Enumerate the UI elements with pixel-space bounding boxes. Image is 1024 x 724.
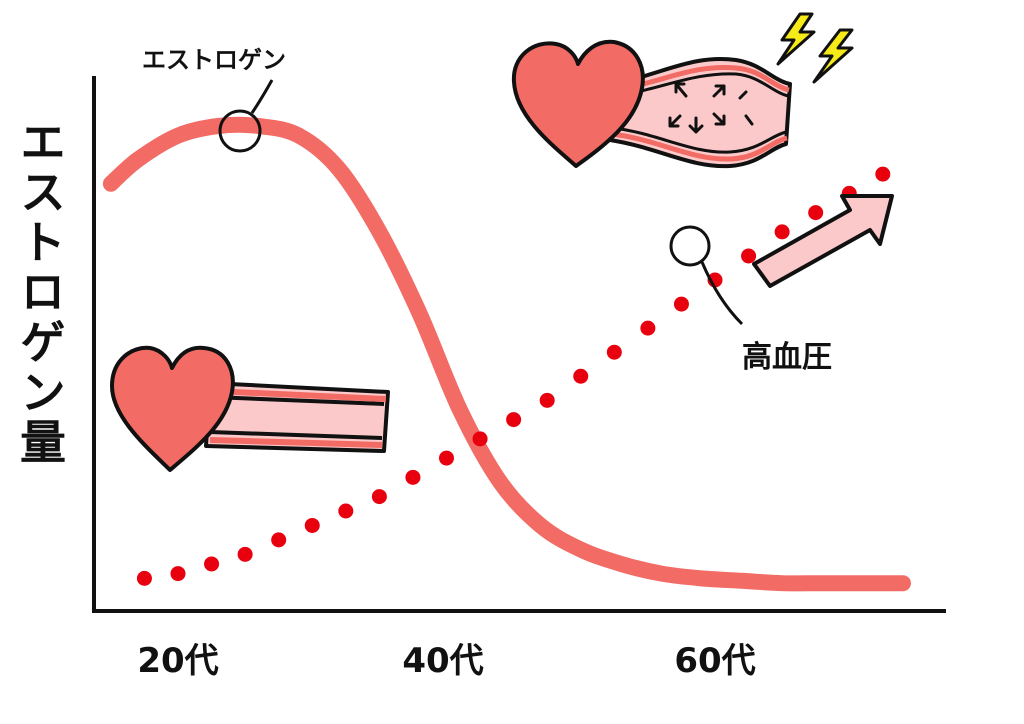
data-point-hypertension <box>439 450 454 466</box>
heart-icon <box>110 345 235 472</box>
estrogen-callout-label: エストロゲン <box>142 46 286 74</box>
healthy-vessel-icon <box>204 381 390 453</box>
heart-icon <box>511 39 645 168</box>
data-point-hypertension <box>136 570 152 586</box>
data-point-hypertension <box>271 532 287 548</box>
series-layer <box>102 116 911 592</box>
callout-circle <box>218 109 262 153</box>
pressure-arrows <box>668 82 754 134</box>
data-point-hypertension <box>640 320 656 336</box>
data-point-hypertension <box>472 431 488 447</box>
data-point-hypertension <box>338 503 354 519</box>
x-tick-label: 40代 <box>402 641 483 681</box>
data-point-hypertension <box>573 368 589 384</box>
data-point-hypertension <box>506 412 522 428</box>
data-point-hypertension <box>741 248 757 264</box>
rising-arrow-icon <box>752 194 894 288</box>
estrogen-callout: エストロゲン <box>142 46 286 153</box>
data-point-hypertension <box>204 556 220 572</box>
data-point-hypertension <box>808 205 824 221</box>
callout-circle <box>669 225 711 267</box>
swollen-vessel-icon <box>608 57 792 169</box>
healthy-heart-illustration <box>110 345 390 472</box>
data-point-hypertension <box>304 517 320 533</box>
stressed-heart-illustration <box>511 12 854 169</box>
x-tick-label: 20代 <box>137 641 218 681</box>
lightning-icon <box>776 12 816 66</box>
y-axis-label: エストロゲン量 <box>13 118 67 468</box>
lightning-icon <box>812 28 854 84</box>
callout-leader <box>700 261 744 326</box>
data-point-hypertension <box>606 344 622 360</box>
series-line-estrogen <box>102 116 911 592</box>
data-point-hypertension <box>371 489 387 505</box>
data-point-hypertension <box>405 469 421 485</box>
hypertension-callout-label: 高血圧 <box>742 340 832 375</box>
data-point-hypertension <box>673 296 689 312</box>
data-point-hypertension <box>539 392 555 408</box>
data-point-hypertension <box>875 166 891 182</box>
x-tick-label: 60代 <box>674 641 755 681</box>
data-point-hypertension <box>237 546 253 562</box>
data-point-hypertension <box>774 224 790 240</box>
data-point-hypertension <box>170 566 186 582</box>
callout-leader <box>250 79 274 114</box>
hypertension-callout: 高血圧 <box>669 225 832 375</box>
